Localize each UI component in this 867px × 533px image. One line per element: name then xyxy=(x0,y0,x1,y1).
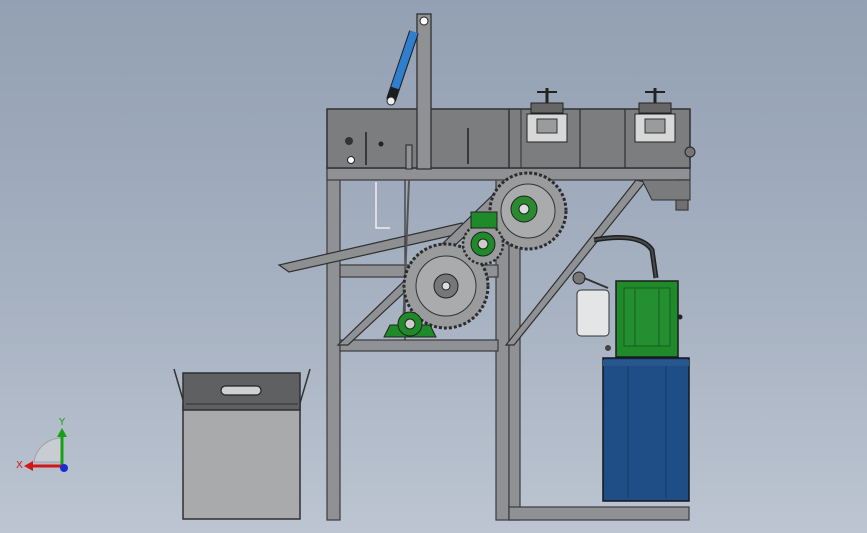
x-axis-label: X xyxy=(16,460,23,471)
bin-handle-slot xyxy=(220,385,262,396)
large-gear-lower xyxy=(402,242,490,330)
y-axis-label: Y xyxy=(58,417,66,428)
hydraulic-hose xyxy=(593,235,659,279)
hydraulic-cylinder xyxy=(386,30,419,106)
hydraulic-motor xyxy=(615,280,683,358)
large-gear-upper xyxy=(488,171,568,251)
lifting-mast xyxy=(416,13,432,170)
drive-sprocket xyxy=(461,211,505,266)
clamp-head-right xyxy=(634,88,676,143)
collection-bin xyxy=(173,368,311,520)
bearing-block xyxy=(383,311,437,338)
filter-canister xyxy=(572,271,611,351)
coordinate-triad: Y X xyxy=(16,417,68,472)
oil-tank xyxy=(602,357,690,502)
clamp-head-left xyxy=(526,88,568,143)
discharge-hood xyxy=(641,179,691,201)
top-housing xyxy=(326,108,696,169)
z-axis-dot xyxy=(60,464,68,472)
